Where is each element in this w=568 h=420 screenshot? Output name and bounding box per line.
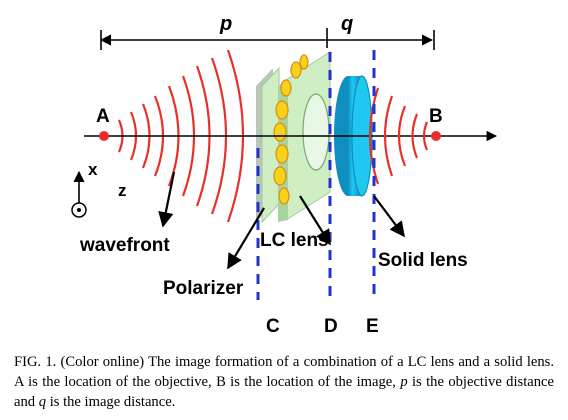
- label-wavefront: wavefront: [79, 235, 170, 256]
- label-plane-c: C: [266, 316, 280, 337]
- lc-lens: [256, 51, 331, 224]
- caption-p: p: [400, 374, 408, 390]
- coordinate-axes: [71, 170, 87, 218]
- label-plane-e: E: [366, 316, 379, 337]
- dashed-planes: [256, 50, 376, 300]
- caption-tail: is the image distance.: [49, 394, 176, 410]
- label-b: B: [429, 106, 443, 127]
- label-p: p: [219, 13, 232, 35]
- label-z: z: [118, 181, 127, 200]
- label-polarizer: Polarizer: [163, 278, 244, 299]
- label-x: x: [88, 160, 98, 179]
- label-q: q: [341, 13, 353, 35]
- point-a: [99, 131, 109, 141]
- figure-caption: FIG. 1. (Color online) The image formati…: [14, 352, 554, 412]
- wavefronts-right: [368, 87, 429, 185]
- caption-mid: is the objective distance and: [14, 374, 554, 410]
- caption-lead: FIG. 1. (Color online) The image formati…: [14, 354, 554, 390]
- label-plane-d: D: [324, 316, 338, 337]
- dimension-line: [99, 28, 435, 50]
- label-lc-lens: LC lens: [260, 230, 329, 251]
- figure-diagram: p q: [71, 13, 498, 337]
- caption-q: q: [38, 394, 47, 410]
- point-b: [431, 131, 441, 141]
- label-solid-lens: Solid lens: [378, 250, 468, 271]
- label-a: A: [96, 106, 110, 127]
- pointer-arrows: [158, 171, 405, 270]
